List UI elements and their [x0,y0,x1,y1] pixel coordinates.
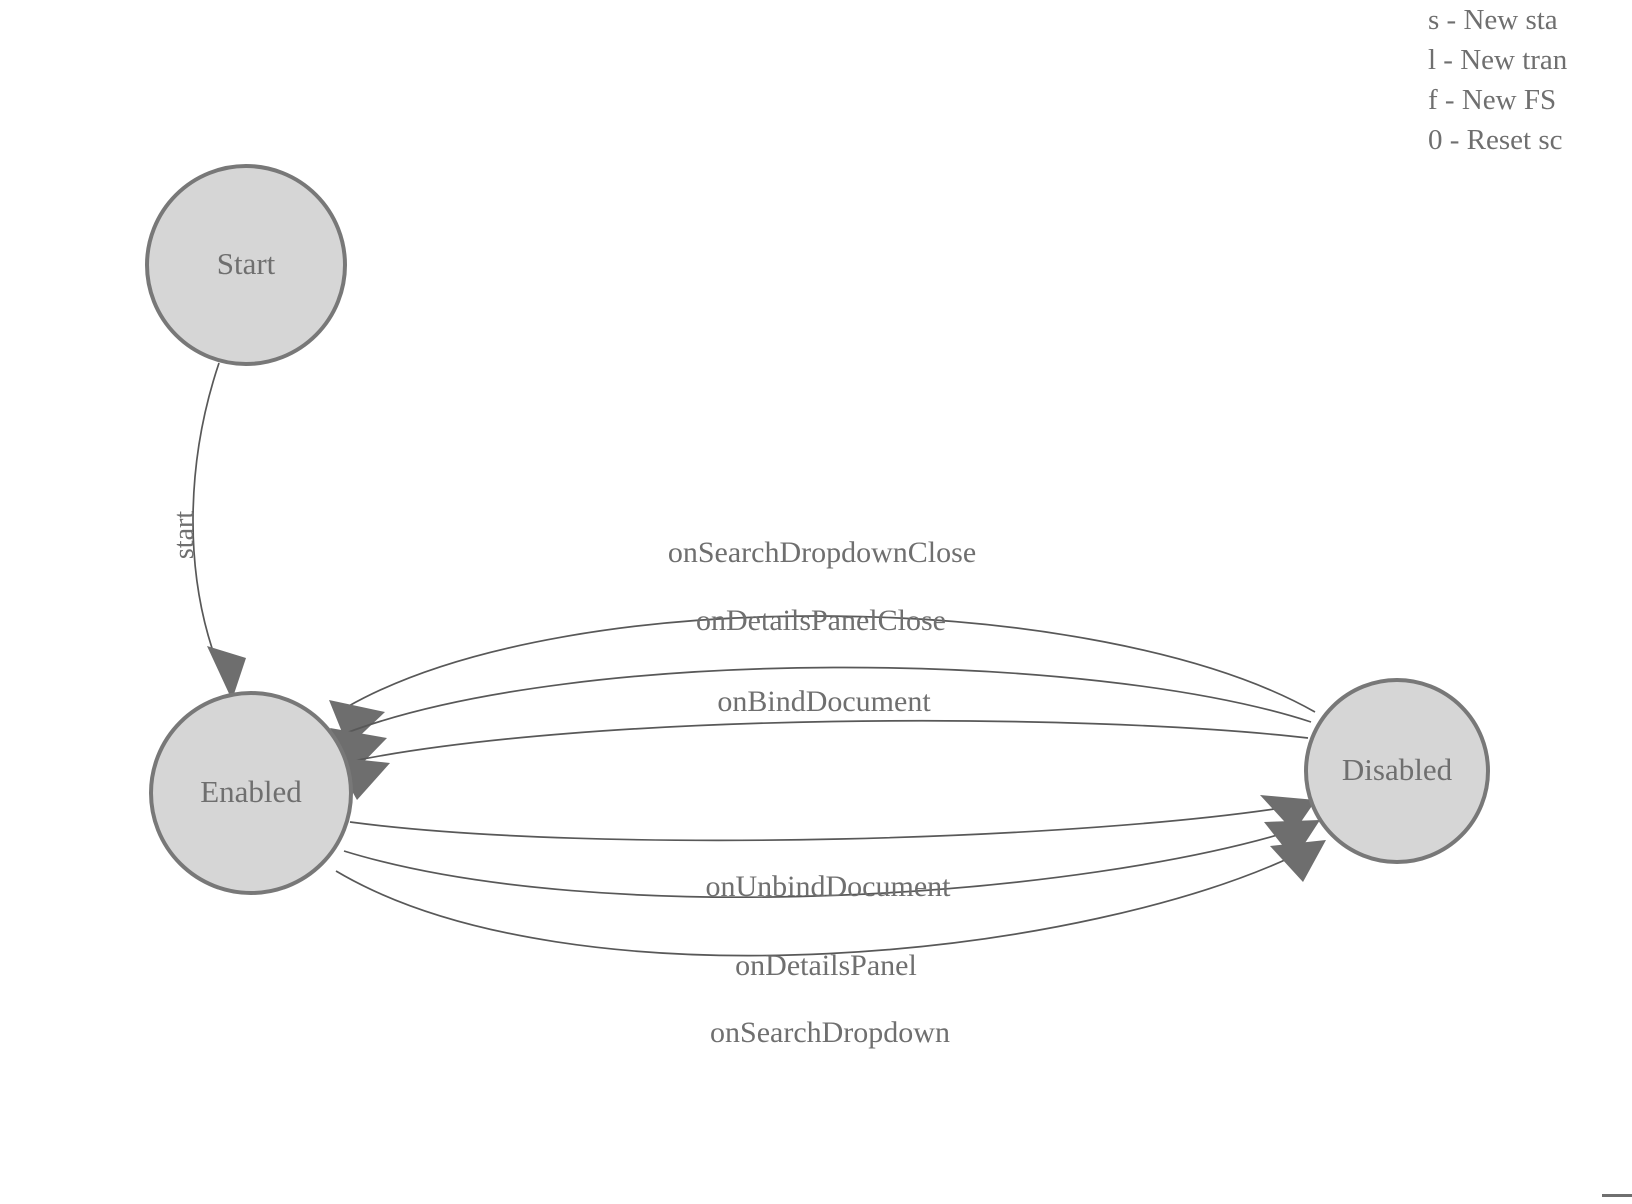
help-line-new-transition: l - New tran [1428,44,1568,76]
state-circle-disabled [1304,678,1490,864]
transition-label-on-search-dropdown: onSearchDropdown [710,1016,950,1049]
transition-start-path [192,362,220,661]
transition-on-search-dropdown-close[interactable] [329,615,1316,747]
transition-label-on-bind-document: onBindDocument [717,685,931,718]
transition-label-on-details-panel: onDetailsPanel [735,949,917,982]
transition-start[interactable] [192,362,246,700]
transition-label-on-unbind-document: onUnbindDocument [706,870,952,903]
state-label-disabled: Disabled [1342,752,1453,787]
transition-on-details-panel-close[interactable] [330,666,1312,774]
state-node-start[interactable]: Start [145,164,347,366]
help-line-new-state: s - New sta [1428,4,1558,36]
transition-on-details-panel-close-path [345,666,1312,734]
state-circle-enabled [149,691,353,895]
transition-on-details-panel[interactable] [343,820,1320,899]
transition-label-on-search-dropdown-close: onSearchDropdownClose [668,536,976,569]
bottom-right-edge-mark [1602,1194,1632,1197]
transition-on-search-dropdown-arrowhead [1270,840,1326,882]
help-shortcuts-overlay: s - New sta l - New tran f - New FS 0 - … [1428,0,1632,160]
state-node-enabled[interactable]: Enabled [149,691,353,895]
state-label-enabled: Enabled [200,774,302,809]
transition-on-unbind-document-path [349,804,1301,842]
transition-on-details-panel-path [343,826,1305,899]
state-label-start: Start [217,246,276,281]
state-circle-start [145,164,347,366]
transition-label-on-details-panel-close: onDetailsPanelClose [696,604,946,637]
transition-start-arrowhead [207,646,246,700]
transition-on-search-dropdown-close-arrowhead [329,700,385,747]
state-node-disabled[interactable]: Disabled [1304,678,1490,864]
transition-on-details-panel-arrowhead [1264,820,1320,860]
transition-on-unbind-document-arrowhead [1260,795,1316,832]
transition-on-details-panel-close-arrowhead [330,728,387,774]
transition-label-start: start [169,511,200,559]
help-line-reset: 0 - Reset sc [1428,124,1563,156]
transition-on-search-dropdown[interactable] [335,840,1326,957]
transition-on-search-dropdown-path [335,847,1311,957]
help-line-new-fsm: f - New FS [1428,84,1557,116]
transition-on-search-dropdown-close-path [346,615,1316,713]
transition-on-bind-document[interactable] [333,719,1309,800]
transition-on-bind-document-path [347,719,1309,763]
transition-on-unbind-document[interactable] [349,795,1316,842]
